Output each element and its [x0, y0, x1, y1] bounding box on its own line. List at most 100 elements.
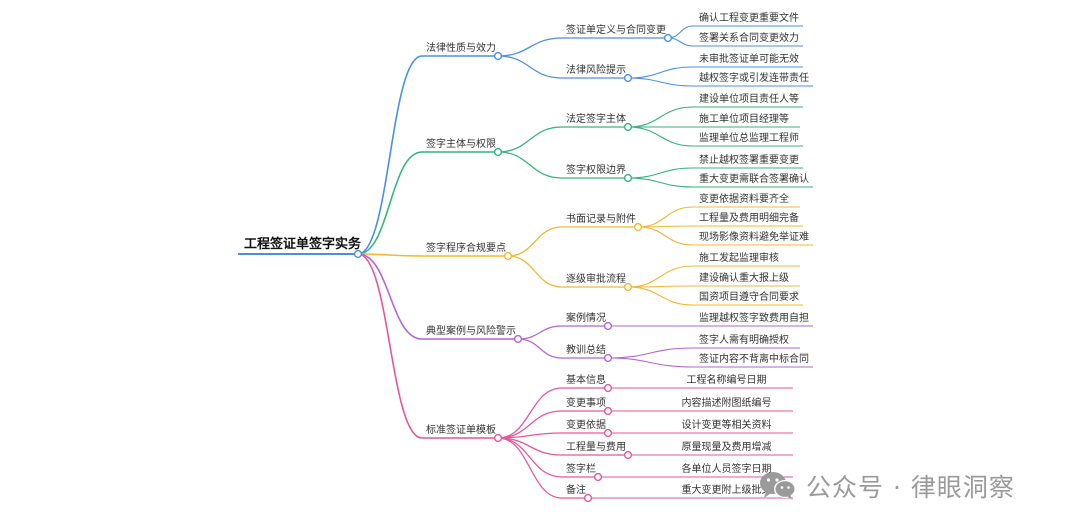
- branch-link: [357, 55, 423, 255]
- branch-connector-dot: [493, 433, 503, 443]
- sub-node: 变更事项: [566, 396, 606, 409]
- sub-node: 签证单定义与合同变更: [566, 23, 666, 36]
- leaf-node: 工程量及费用明细完备: [699, 211, 799, 224]
- leaf-node: 监理单位总监理工程师: [699, 131, 799, 144]
- leaf-node: 签署关系合同变更效力: [699, 31, 799, 44]
- watermark-text: 公众号 · 律眼洞察: [806, 473, 1015, 502]
- sub-link: [497, 126, 563, 153]
- watermark: 公众号 · 律眼洞察: [758, 466, 1015, 506]
- sub-node: 变更依据: [566, 418, 606, 431]
- branch-link: [357, 253, 423, 439]
- leaf-node: 确认工程变更重要文件: [699, 11, 799, 24]
- sub-connector-dot: [633, 222, 643, 232]
- leaf-link: [627, 126, 694, 147]
- leaf-link: [627, 286, 694, 306]
- leaf-node: 建设确认重大报上级: [699, 271, 789, 284]
- leaf-node: 建设单位项目责任人等: [699, 92, 799, 105]
- sub-link: [497, 55, 563, 79]
- sub-connector-dot: [603, 321, 613, 331]
- branch-connector-dot: [493, 147, 503, 157]
- branch-connector-dot: [503, 251, 513, 261]
- leaf-node: 重大变更附上级批文: [682, 483, 772, 496]
- sub-connector-dot: [663, 33, 673, 43]
- branch-link: [357, 151, 423, 255]
- sub-link: [497, 151, 563, 179]
- leaf-node: 越权签字或引发连带责任: [699, 71, 809, 84]
- leaf-node: 各单位人员签字日期: [682, 462, 772, 475]
- sub-link: [497, 432, 563, 439]
- branch-link: [357, 253, 423, 257]
- sub-node: 书面记录与附件: [566, 212, 636, 225]
- sub-link: [497, 387, 563, 439]
- leaf-link: [637, 206, 694, 228]
- leaf-node: 重大变更需联合签署确认: [699, 172, 809, 185]
- branch-node: 签字主体与权限: [426, 137, 496, 150]
- sub-node: 法定签字主体: [566, 112, 626, 125]
- leaf-link: [607, 357, 694, 368]
- wechat-icon: [760, 472, 796, 500]
- leaf-link: [607, 347, 694, 359]
- leaf-node: 设计变更等相关资料: [682, 418, 772, 431]
- sub-link: [497, 410, 563, 439]
- leaf-node: 变更依据资料要齐全: [699, 192, 789, 205]
- sub-connector-dot: [623, 282, 633, 292]
- leaf-link: [637, 226, 694, 246]
- sub-link: [517, 338, 563, 359]
- sub-link: [507, 255, 563, 288]
- leaf-node: 未审批签证单可能无效: [699, 52, 799, 65]
- sub-connector-dot: [623, 73, 633, 83]
- sub-connector-dot: [623, 122, 633, 132]
- branch-node: 标准签证单模板: [426, 423, 496, 436]
- sub-node: 备注: [566, 483, 586, 496]
- leaf-node: 施工发起监理审核: [699, 251, 779, 264]
- sub-node: 工程量与费用: [566, 440, 626, 453]
- root-connector-dot: [353, 249, 363, 259]
- leaf-link: [627, 177, 694, 188]
- leaf-node: 工程名称编号日期: [687, 373, 767, 386]
- branch-node: 典型案例与风险警示: [426, 324, 516, 337]
- sub-connector-dot: [603, 353, 613, 363]
- sub-link: [517, 325, 563, 340]
- branch-link: [357, 253, 423, 340]
- sub-link: [497, 37, 563, 57]
- leaf-node: 签字人需有明确授权: [699, 333, 789, 346]
- sub-node: 签字栏: [566, 462, 596, 475]
- leaf-link: [667, 25, 694, 39]
- root-node: 工程签证单签字实务: [244, 236, 362, 252]
- sub-connector-dot: [583, 493, 593, 503]
- leaf-link: [627, 77, 694, 87]
- sub-connector-dot: [603, 383, 613, 393]
- leaf-node: 监理越权签字致费用自担: [699, 311, 809, 324]
- leaf-link: [627, 66, 694, 79]
- branch-node: 法律性质与效力: [426, 41, 496, 54]
- leaf-node: 签证内容不背离中标合同: [699, 352, 809, 365]
- leaf-link: [627, 106, 694, 128]
- sub-node: 逐级审批流程: [566, 272, 626, 285]
- sub-node: 法律风险提示: [566, 63, 626, 76]
- sub-connector-dot: [623, 450, 633, 460]
- sub-node: 教训总结: [566, 343, 606, 356]
- sub-connector-dot: [593, 472, 603, 482]
- sub-link: [497, 437, 563, 499]
- sub-link: [507, 226, 563, 257]
- leaf-node: 禁止越权签署重要变更: [699, 153, 799, 166]
- mindmap-nodes: 工程签证单签字实务 法律性质与效力 签证单定义与合同变更 确认工程变更重要文件签署关系…: [244, 11, 809, 503]
- branch-connector-dot: [513, 334, 523, 344]
- sub-link: [497, 437, 563, 478]
- leaf-node: 施工单位项目经理等: [699, 112, 789, 125]
- sub-node: 基本信息: [566, 373, 606, 386]
- connector-lines: [238, 25, 813, 499]
- branch-node: 签字程序合规要点: [426, 241, 506, 254]
- sub-connector-dot: [623, 173, 633, 183]
- leaf-node: 国资项目遵守合同要求: [699, 290, 799, 303]
- sub-connector-dot: [603, 428, 613, 438]
- leaf-node: 原量现量及费用增减: [682, 440, 772, 453]
- branch-connector-dot: [493, 51, 503, 61]
- sub-node: 案例情况: [566, 311, 606, 324]
- sub-connector-dot: [603, 406, 613, 416]
- leaf-link: [627, 265, 694, 288]
- leaf-node: 现场影像资料避免举证难: [699, 230, 809, 243]
- sub-node: 签字权限边界: [566, 163, 626, 176]
- leaf-link: [627, 167, 694, 179]
